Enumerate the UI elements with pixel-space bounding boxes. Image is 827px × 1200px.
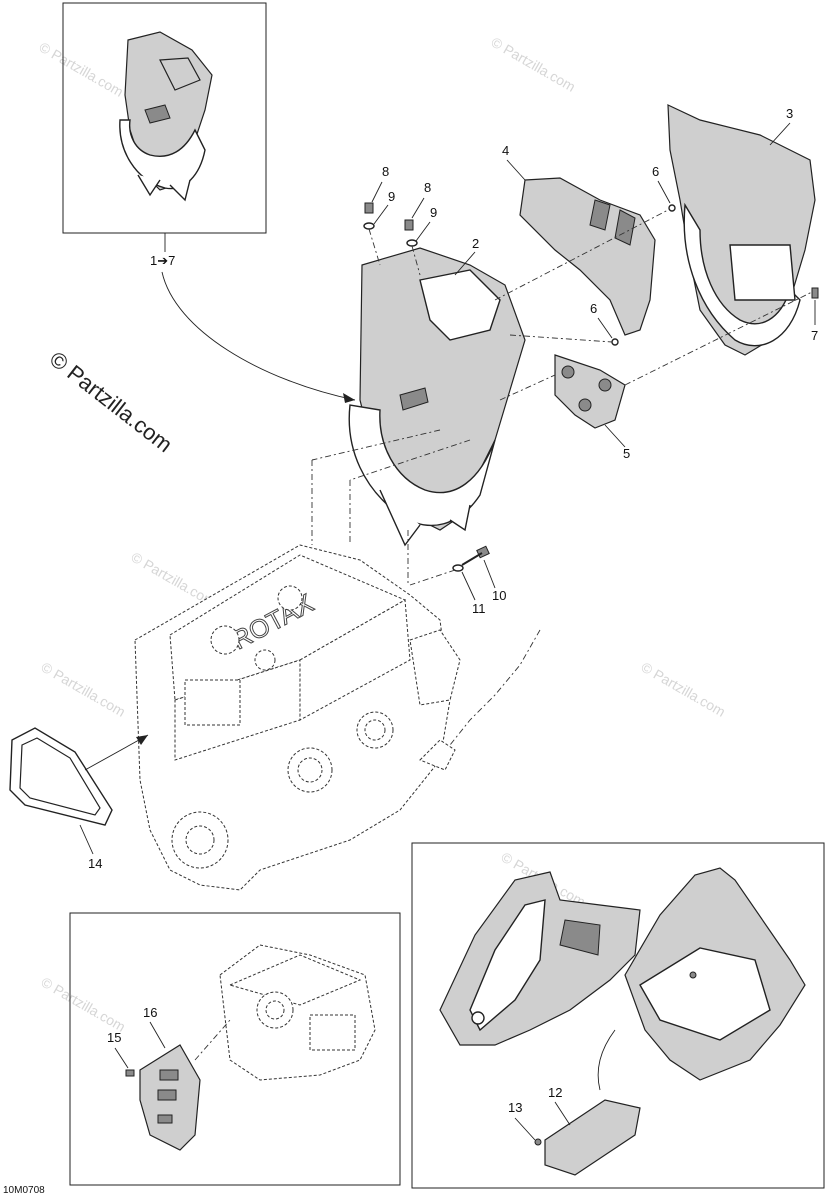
hood-illustration-left <box>439 871 641 1046</box>
callout-6: 6 <box>590 301 597 316</box>
callout-13: 13 <box>508 1100 522 1115</box>
assembly-line <box>494 209 669 301</box>
leader-line <box>604 424 626 448</box>
part-4-slot <box>614 209 636 246</box>
inset-frame-assembled <box>62 2 267 234</box>
leader-line <box>114 1047 129 1069</box>
callout-9: 9 <box>388 189 395 204</box>
part-7-screw <box>811 287 819 299</box>
assembled-cover-illustration <box>119 31 213 202</box>
leader-arrow <box>84 734 149 771</box>
callout-11: 11 <box>472 601 486 616</box>
watermark-text: © Partzilla.com <box>39 974 129 1035</box>
watermark-text: © Partzilla.com <box>37 39 127 100</box>
callout-14: 14 <box>88 856 102 871</box>
assembly-line <box>368 228 381 266</box>
callout-1-7: 1➔7 <box>150 253 175 268</box>
leader-line <box>597 317 613 339</box>
leader-curve <box>597 1029 616 1091</box>
hood-illustration-right <box>624 867 806 1081</box>
screw-8-right <box>404 219 418 247</box>
assembly-line <box>499 374 556 401</box>
callout-12: 12 <box>548 1085 562 1100</box>
callout-2: 2 <box>472 236 479 251</box>
part-5-hole <box>598 378 612 392</box>
leader-curve <box>161 271 356 401</box>
watermark-text: © Partzilla.com <box>39 659 129 720</box>
watermark-text: © Partzilla.com <box>489 34 579 95</box>
callout-3: 3 <box>786 106 793 121</box>
leader-line <box>371 181 383 203</box>
inset-frame-lower-left <box>69 912 401 1186</box>
part-4-inner-guard <box>519 177 656 336</box>
callout-7: 7 <box>811 328 818 343</box>
arrowhead <box>343 393 355 403</box>
part-11-washer <box>452 564 464 572</box>
part-10-shaft <box>461 552 483 566</box>
part-16-guard <box>139 1044 201 1151</box>
part-6-clip <box>668 204 676 212</box>
inset-frame-lower-right <box>411 842 825 1189</box>
part-4-slot <box>589 199 611 231</box>
part-2-belt-guard <box>348 247 526 547</box>
part-5-hole <box>561 365 575 379</box>
leader-line <box>454 251 476 276</box>
engine-grille <box>184 679 241 726</box>
diagram-code: 10M0708 <box>3 1185 45 1196</box>
part-3-outer-cover <box>667 104 816 356</box>
leader-line <box>506 159 526 181</box>
assembly-line <box>409 569 456 586</box>
screw-8-left <box>363 202 375 230</box>
leader-line <box>411 197 425 219</box>
leader-line <box>657 180 671 204</box>
part-14-gasket <box>9 727 113 826</box>
callout-6: 6 <box>652 164 659 179</box>
cable-line <box>449 629 541 746</box>
engine-small-illustration <box>219 944 376 1081</box>
leader-line <box>769 122 791 146</box>
watermark-text: © Partzilla.com <box>639 659 729 720</box>
leader-line <box>149 1021 166 1049</box>
part-5-plate <box>554 354 626 429</box>
assembly-line <box>509 334 613 343</box>
callout-15: 15 <box>107 1030 121 1045</box>
engine-illustration: ROTAX <box>134 544 461 891</box>
leader-line <box>461 571 476 601</box>
callout-5: 5 <box>623 446 630 461</box>
leader-line <box>79 824 94 855</box>
assembly-line <box>411 245 421 276</box>
part-12-pad <box>544 1099 641 1176</box>
part-15-screw <box>125 1069 135 1077</box>
leader-line <box>373 204 389 225</box>
leader-line <box>415 221 431 242</box>
leader-line <box>514 1117 536 1141</box>
leader-line <box>483 559 496 589</box>
leader-line <box>554 1101 571 1126</box>
part-13-dot <box>534 1138 542 1146</box>
callout-10: 10 <box>492 588 506 603</box>
watermark-repeat: © Partzilla.com © Partzilla.com © Partzi… <box>37 34 729 1035</box>
part-6-clip <box>611 338 619 346</box>
assembly-line <box>311 429 441 461</box>
arrowhead <box>136 735 148 745</box>
callout-8: 8 <box>382 164 389 179</box>
part-5-hole <box>578 398 592 412</box>
callout-16: 16 <box>143 1005 157 1020</box>
callout-8: 8 <box>424 180 431 195</box>
callout-4: 4 <box>502 143 509 158</box>
callout-9: 9 <box>430 205 437 220</box>
watermark-main: © Partzilla.com <box>45 346 177 457</box>
assembly-line <box>194 1019 231 1061</box>
